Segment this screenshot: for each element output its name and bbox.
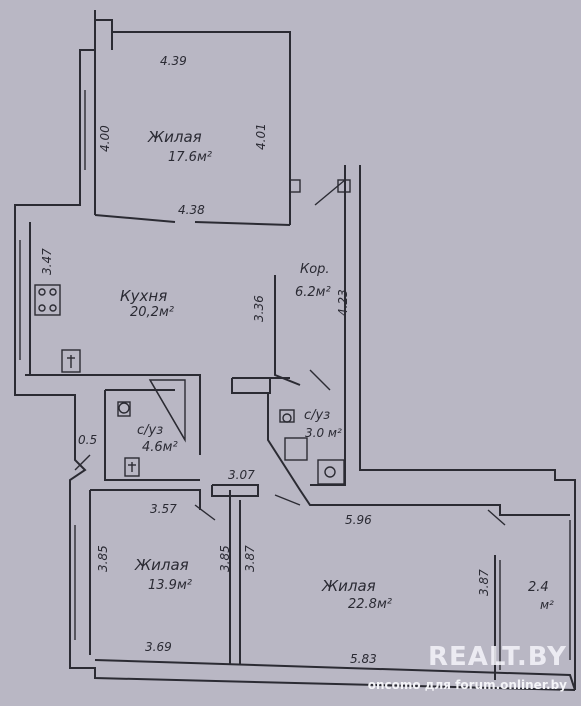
room-area-bathroom-2: 3.0 м² [305, 426, 342, 440]
dimension-3-87-right: 3.87 [477, 569, 491, 596]
source-credit: oncomo для forum.onliner.by [367, 678, 567, 692]
room-name-living-3: Жилая [322, 577, 376, 595]
room-name-corridor: Кор. [300, 262, 330, 277]
dimension-3-47: 3.47 [40, 248, 54, 275]
dimension-5-96: 5.96 [345, 513, 372, 527]
room-area-balcony-unit: м² [540, 598, 554, 612]
room-area-balcony: 2.4 [528, 580, 549, 595]
dimension-3-36: 3.36 [252, 295, 266, 322]
room-name-bathroom-2: с/уз [304, 408, 331, 423]
dimension-4-23: 4.23 [336, 289, 350, 316]
fixtures [34, 179, 506, 526]
room-area-kitchen: 20,2м² [130, 305, 174, 320]
room-name-kitchen: Кухня [120, 287, 168, 305]
dimension-4-38: 4.38 [178, 203, 205, 217]
room-area-bathroom-1: 4.6м² [142, 440, 178, 455]
dimension-4-39: 4.39 [160, 54, 187, 68]
dimension-4-00: 4.00 [98, 125, 112, 152]
dimension-3-87-middle: 3.87 [243, 545, 257, 572]
room-name-bathroom-1: с/уз [137, 423, 164, 438]
room-name-living-1: Жилая [148, 128, 202, 146]
dimension-3-07: 3.07 [228, 468, 255, 482]
dimension-3-69: 3.69 [145, 640, 172, 654]
dimension-3-57: 3.57 [150, 502, 177, 516]
room-area-corridor: 6.2м² [295, 285, 331, 300]
interior-walls [25, 214, 570, 680]
dimension-4-01: 4.01 [254, 123, 268, 150]
dimension-5-83: 5.83 [350, 652, 377, 666]
dimension-3-85-middle: 3.85 [218, 545, 232, 572]
watermark-logo: REALT.BY [427, 642, 567, 672]
exterior-walls [14, 10, 576, 691]
room-area-living-3: 22.8м² [348, 597, 392, 612]
room-name-living-2: Жилая [135, 556, 189, 574]
room-area-living-1: 17.6м² [168, 150, 212, 165]
dimension-3-85-left: 3.85 [96, 545, 110, 572]
dimension-0-5: 0.5 [78, 433, 98, 447]
windows [19, 90, 571, 670]
room-area-living-2: 13.9м² [148, 578, 192, 593]
